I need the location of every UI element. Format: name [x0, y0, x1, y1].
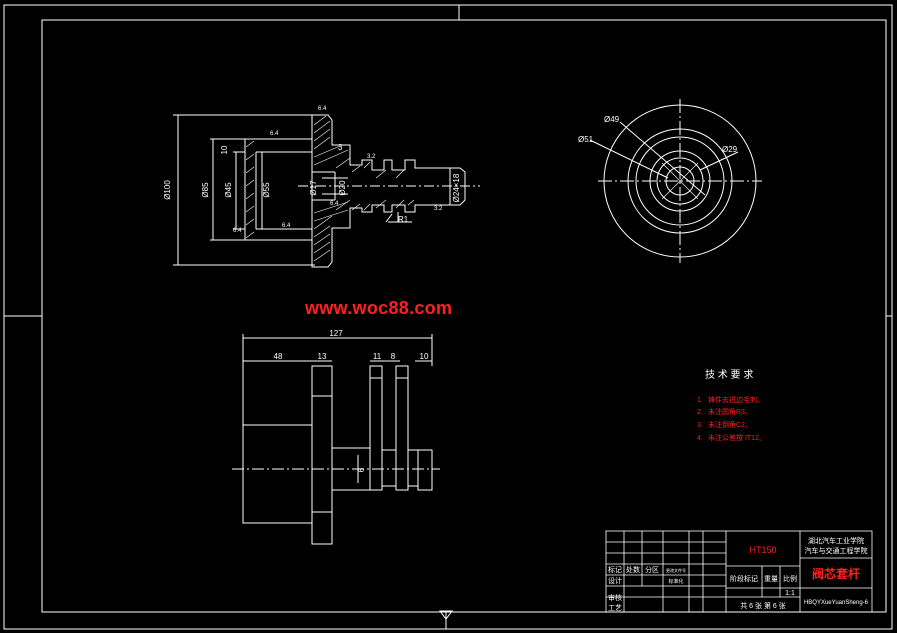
tech-item-text: 未注倒角C2。	[708, 420, 752, 429]
tech-requirements-title: 技 术 要 求	[705, 368, 753, 381]
scale-value: 1:1	[785, 590, 795, 597]
tech-item-text: 未注圆角R3。	[708, 407, 752, 416]
section-view	[173, 114, 480, 268]
section-hatching	[245, 115, 415, 262]
weight-label: 重量	[764, 575, 778, 583]
dim-d29: Ø29	[722, 145, 738, 154]
tech-requirements: 技 术 要 求 1. 铸件去锐边毛刺。 2. 未注圆角R3。 3. 未注倒角C2…	[697, 368, 766, 442]
sign-label: 标准化	[668, 578, 683, 585]
dim-10: 10	[420, 352, 429, 361]
dim-11: 11	[373, 352, 382, 361]
dim-thread: Ø24×18	[452, 173, 461, 202]
dim-d51: Ø51	[578, 135, 594, 144]
dim-d85: Ø85	[201, 182, 210, 198]
drawing-number: HBQYXueYuanSheng-6	[804, 600, 869, 606]
stage-label: 阶段标记	[730, 574, 758, 583]
roughness-mark: 3.2	[434, 206, 443, 212]
tech-item-num: 3.	[697, 422, 703, 429]
dim-d20: Ø20	[338, 180, 347, 196]
row-label: 标记	[608, 565, 622, 574]
row-label: 审核	[608, 593, 622, 602]
section-dim-labels: Ø100 Ø85 Ø45 Ø55 Ø17 Ø20 Ø24×18 R1 10 3	[163, 143, 461, 224]
elevation-view	[232, 334, 440, 545]
tech-item-num: 4.	[697, 435, 703, 442]
roughness-mark: 6.4	[330, 201, 339, 207]
dim-d55: Ø55	[262, 182, 271, 198]
watermark-text: www.woc88.com	[305, 298, 453, 318]
dim-r1: R1	[398, 215, 409, 224]
material: HT150	[749, 545, 776, 555]
title-block-text: HT150 湖北汽车工业学院 汽车与交通工程学院 阀芯套杆 HBQYXueYua…	[608, 536, 869, 612]
dim-d45: Ø45	[224, 182, 233, 198]
tech-item-text: 未注公差按 IT12。	[708, 433, 766, 442]
row-label: 设计	[608, 576, 622, 585]
dim-d49: Ø49	[604, 115, 620, 124]
tech-item-text: 铸件去锐边毛刺。	[708, 395, 764, 404]
tech-item-num: 1.	[697, 397, 703, 404]
end-view-dim-labels: Ø49 Ø51 Ø29	[578, 115, 738, 154]
row-label: 处数	[626, 565, 640, 574]
scale-label: 比例	[783, 574, 797, 583]
roughness-mark: 6.4	[318, 106, 327, 112]
end-view	[589, 99, 762, 263]
school-line2: 汽车与交通工程学院	[805, 546, 868, 555]
drawing-frame	[3, 4, 893, 630]
part-name: 阀芯套杆	[812, 566, 860, 581]
dim-127: 127	[329, 329, 343, 338]
dim-d100: Ø100	[163, 180, 172, 200]
roughness-mark: 3.2	[367, 154, 376, 160]
dim-13: 13	[318, 352, 327, 361]
roughness-marks: 6.4 6.4 6.4 6.4 6.4 3.2 3.2	[233, 106, 443, 234]
dim-48: 48	[274, 352, 283, 361]
title-block	[605, 530, 873, 613]
dim-3: 3	[338, 143, 343, 152]
roughness-mark: 6.4	[270, 131, 279, 137]
dim-10: 10	[220, 145, 229, 154]
school-line1: 湖北汽车工业学院	[808, 536, 864, 545]
roughness-mark: 6.4	[282, 223, 291, 229]
tech-item-num: 2.	[697, 409, 703, 416]
sign-label: 更改文件号	[666, 567, 686, 573]
roughness-mark: 6.4	[233, 228, 242, 234]
elevation-dim-labels: 127 48 13 11 8 10 6	[274, 329, 429, 472]
dim-8: 8	[391, 352, 396, 361]
sheet-count: 共 6 张 第 6 张	[740, 601, 786, 610]
row-label: 分区	[645, 565, 659, 574]
dim-6: 6	[357, 467, 366, 472]
row-label: 工艺	[608, 604, 622, 612]
dim-d17: Ø17	[309, 180, 318, 196]
